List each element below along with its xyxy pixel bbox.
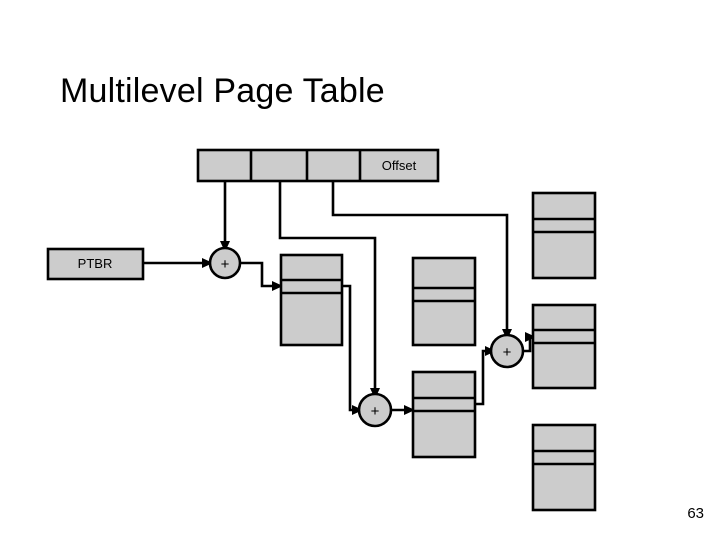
page-table-level1[interactable] (279, 253, 344, 347)
adder-2-circle (357, 392, 393, 428)
page-table-level3[interactable] (411, 370, 477, 459)
memory-block-top[interactable] (531, 191, 597, 280)
arrowhead-pt1-adder2 (352, 405, 363, 415)
page-table-level2[interactable] (411, 256, 477, 347)
virtual-address-bar[interactable]: Offset (196, 148, 440, 183)
ptbr-register[interactable]: PTBR (46, 247, 145, 281)
adder-2-label: + (371, 403, 380, 420)
wire-pt3-to-adder3 (475, 349, 491, 406)
wire-va2-to-adder2 (278, 181, 377, 394)
memory-block-bottom[interactable] (531, 423, 597, 512)
memory-block-middle-box (531, 303, 597, 390)
page-table-level1-box (279, 253, 344, 347)
adder-1[interactable]: + (208, 246, 242, 280)
slide-page-number: 63 (687, 505, 704, 522)
ptbr-box (46, 247, 145, 281)
ptbr-label: PTBR (78, 256, 113, 271)
arrowhead-adder2-pt3 (404, 405, 415, 415)
arrowhead-adder1-pt1 (272, 281, 283, 291)
memory-block-middle[interactable] (531, 303, 597, 390)
wire-adder1-to-pt1 (240, 261, 278, 288)
adder-2[interactable]: + (357, 392, 393, 428)
adder-1-circle (208, 246, 242, 280)
arrowhead-va1-adder1 (220, 241, 230, 252)
adder-3-circle (489, 333, 525, 369)
wire-va3-to-adder3 (331, 181, 509, 335)
va-offset-label: Offset (382, 158, 417, 173)
adder-3-label: + (503, 344, 512, 361)
adder-3[interactable]: + (489, 333, 525, 369)
arrowhead-ptbr-adder1 (202, 258, 213, 268)
wire-pt1-to-adder2 (342, 284, 358, 412)
memory-block-bottom-box (531, 423, 597, 512)
connector-arrowheads (202, 241, 536, 415)
memory-block-top-box (531, 191, 597, 280)
page-title: Multilevel Page Table (60, 72, 385, 110)
va-bar-outline (196, 148, 440, 183)
page-table-level3-box (411, 370, 477, 459)
arrowhead-adder3-memory (525, 332, 536, 342)
adder-1-label: + (221, 256, 230, 273)
